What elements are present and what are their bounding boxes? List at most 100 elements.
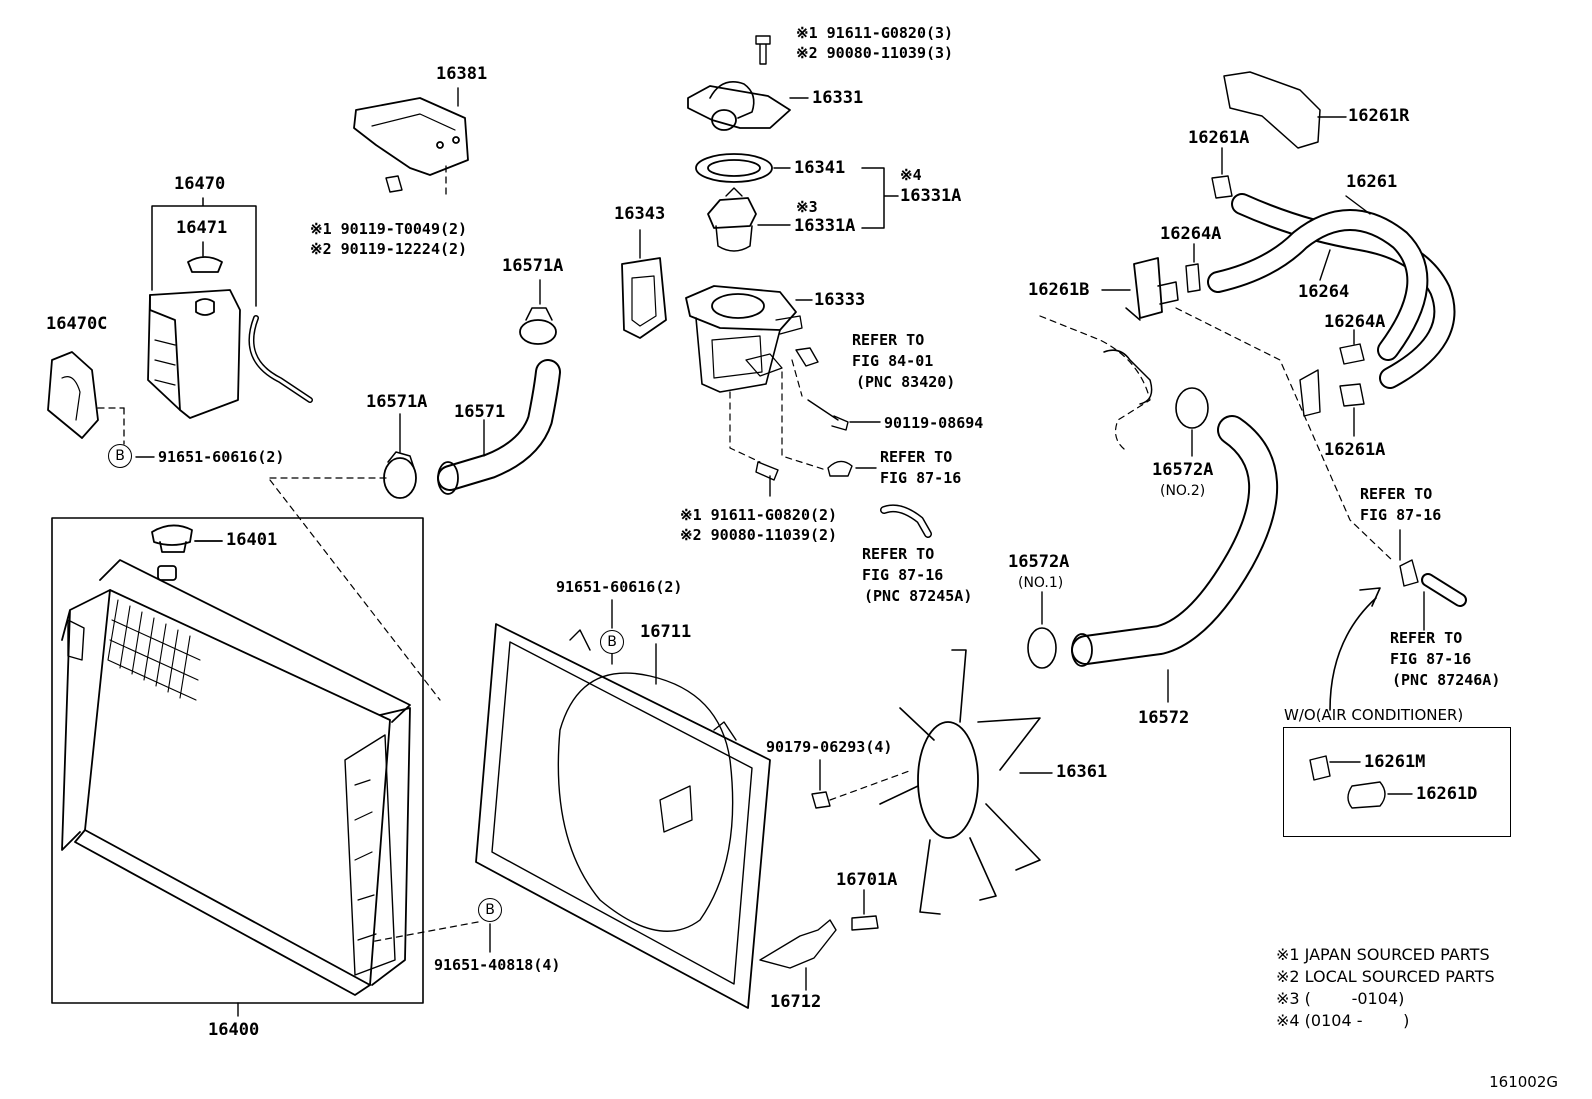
bracket-16712	[759, 919, 837, 969]
part-label-16572: 16572	[1138, 708, 1190, 728]
nut-90179	[811, 791, 831, 809]
part-label-16341: 16341	[794, 158, 846, 178]
part-label-16711: 16711	[640, 622, 692, 642]
note-marker-star4: ※4	[900, 166, 922, 184]
hose-16264	[1207, 209, 1429, 361]
part-label-16470: 16470	[174, 174, 226, 194]
part-label-16401: 16401	[226, 530, 278, 550]
ref-87-16-c-line1: REFER TO	[1360, 485, 1433, 503]
bolt-label-90119-08694: 90119-08694	[884, 414, 984, 432]
label-no2: (NO.2)	[1160, 483, 1206, 499]
ref-87-16-b-line1: REFER TO	[862, 545, 935, 563]
radiator-drawing	[61, 559, 411, 996]
plug-16261D	[1347, 781, 1386, 809]
gasket-16343	[621, 257, 667, 339]
fan-16361	[879, 649, 1041, 915]
part-label-16571A-top: 16571A	[502, 256, 564, 276]
fan-shroud-16711	[475, 623, 771, 1009]
gasket-16341	[695, 153, 773, 183]
clamp-16572A-no2	[1175, 387, 1209, 429]
thermostat-16331A	[707, 187, 757, 252]
part-label-16261A-top: 16261A	[1188, 128, 1250, 148]
bolt-label-mid-2: ※2 90080-11039(2)	[680, 526, 838, 544]
b-marker-2: B	[600, 630, 624, 654]
clamp-16571A	[383, 451, 417, 499]
part-label-16343: 16343	[614, 204, 666, 224]
part-label-16333: 16333	[814, 290, 866, 310]
wo-ac-title: W/O(AIR CONDITIONER)	[1284, 706, 1464, 724]
clamp-16261M	[1309, 755, 1331, 781]
bolt-label-top-1: ※1 91611-G0820(3)	[796, 24, 954, 42]
note-marker-star3: ※3	[796, 198, 818, 216]
ref-87-16-c-line2: FIG 87-16	[1360, 506, 1442, 524]
hose-16571	[437, 359, 561, 495]
part-label-16264A: 16264A	[1324, 312, 1386, 332]
b-marker-1: B	[108, 444, 132, 468]
part-label-16261B: 16261B	[1028, 280, 1090, 300]
clip-label-91651-40818: 91651-40818(4)	[434, 956, 561, 974]
ref-87-16-a-line2: FIG 87-16	[880, 469, 962, 487]
ref-87-16-d-line1: REFER TO	[1390, 629, 1463, 647]
figure-code: 161002G	[1489, 1073, 1558, 1091]
bracket-16470C	[47, 351, 99, 439]
part-label-16261M: 16261M	[1364, 752, 1426, 772]
bolt-label-top-2: ※2 90080-11039(3)	[796, 44, 954, 62]
tank-cap	[187, 256, 223, 273]
part-label-16381: 16381	[436, 64, 488, 84]
ref-84-01-line1: REFER TO	[852, 331, 925, 349]
clamp-16264A-top	[1185, 263, 1201, 293]
nut-label-90179-06293: 90179-06293(4)	[766, 738, 893, 756]
hose-16572	[1071, 415, 1279, 667]
part-label-16470C: 16470C	[46, 314, 108, 334]
ref-84-01-line2: FIG 84-01	[852, 352, 934, 370]
part-label-16572A-no1: 16572A	[1008, 552, 1070, 572]
part-label-16571A: 16571A	[366, 392, 428, 412]
ref-87-16-d-line3: (PNC 87246A)	[1392, 671, 1501, 689]
footnote-4: ※4 (0104 - )	[1276, 1011, 1410, 1030]
part-label-16331: 16331	[812, 88, 864, 108]
clamp-16261A-top	[1211, 175, 1233, 199]
bolt-label-tank-2: ※2 90119-12224(2)	[310, 240, 468, 258]
part-label-16264A-top: 16264A	[1160, 224, 1222, 244]
bolt-label-tank-1: ※1 90119-T0049(2)	[310, 220, 468, 238]
b-marker-3: B	[478, 898, 502, 922]
clip-16701A	[851, 915, 879, 931]
clamp-16572A-no1	[1027, 627, 1057, 669]
radiator-cap	[151, 524, 193, 553]
part-label-16261: 16261	[1346, 172, 1398, 192]
ref-87-16-b-line3: (PNC 87245A)	[864, 587, 973, 605]
bracket-16261R	[1223, 71, 1321, 149]
part-label-16572A-no2: 16572A	[1152, 460, 1214, 480]
footnote-2: ※2 LOCAL SOURCED PARTS	[1276, 967, 1495, 986]
part-label-16701A: 16701A	[836, 870, 898, 890]
clip-label-91651-60616-left: 91651-60616(2)	[158, 448, 285, 466]
housing-16333	[685, 285, 803, 393]
part-label-16471: 16471	[176, 218, 228, 238]
wo-ac-box	[1283, 727, 1511, 837]
ref-87-16-d-line2: FIG 87-16	[1390, 650, 1472, 668]
ref-84-01-line3: (PNC 83420)	[856, 373, 956, 391]
part-label-16400: 16400	[208, 1020, 260, 1040]
part-label-16264: 16264	[1298, 282, 1350, 302]
part-label-16261D: 16261D	[1416, 784, 1478, 804]
union-16261B	[1125, 257, 1179, 321]
footnote-3: ※3 ( -0104)	[1276, 989, 1405, 1008]
part-label-16331A: 16331A	[794, 216, 856, 236]
label-no1: (NO.1)	[1018, 575, 1064, 591]
footnote-1: ※1 JAPAN SOURCED PARTS	[1276, 945, 1490, 964]
part-label-16331A-kit: 16331A	[900, 186, 962, 206]
part-label-16571: 16571	[454, 402, 506, 422]
part-label-16361: 16361	[1056, 762, 1108, 782]
part-label-16712: 16712	[770, 992, 822, 1012]
ref-87-16-a-line1: REFER TO	[880, 448, 953, 466]
clip-label-91651-60616-mid: 91651-60616(2)	[556, 578, 683, 596]
stay-16381	[353, 97, 469, 176]
ref-87-16-b-line2: FIG 87-16	[862, 566, 944, 584]
bolt-label-mid-1: ※1 91611-G0820(2)	[680, 506, 838, 524]
clamp-16571A-top	[519, 307, 557, 345]
part-label-16261R: 16261R	[1348, 106, 1410, 126]
part-label-16261A: 16261A	[1324, 440, 1386, 460]
reservoir-tank	[147, 289, 313, 419]
